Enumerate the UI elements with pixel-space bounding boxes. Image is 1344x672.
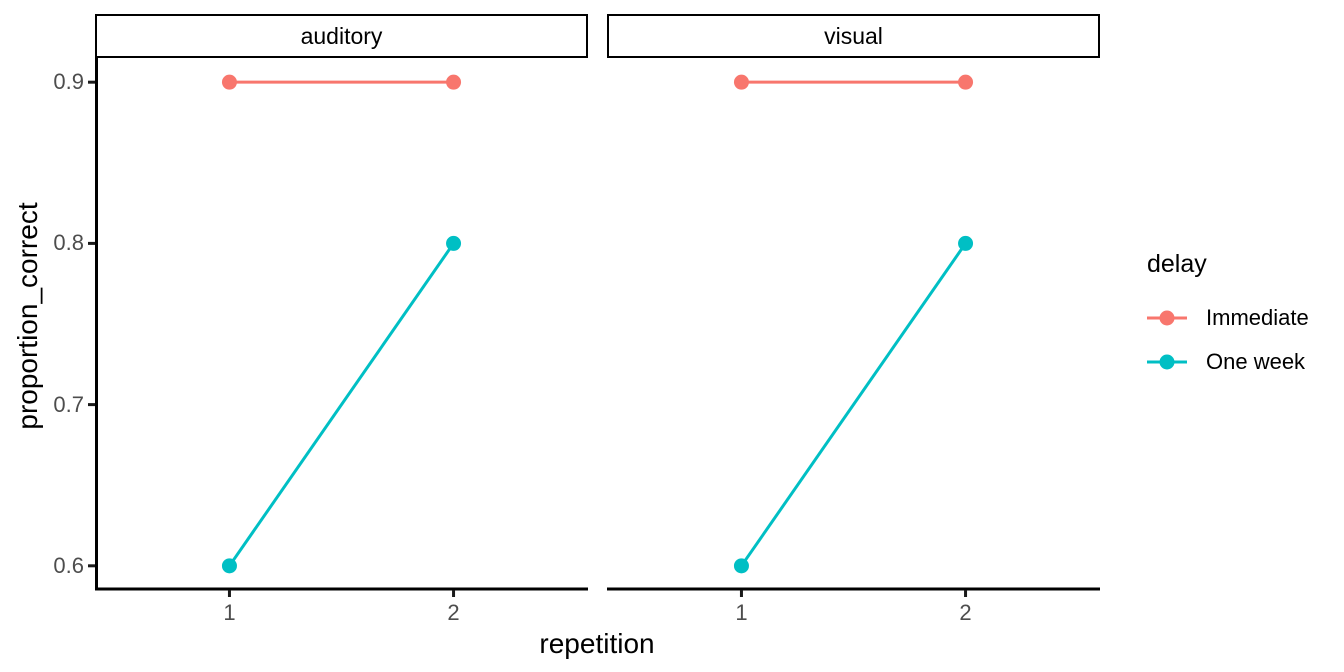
data-point <box>446 235 462 251</box>
facet-strip-label: visual <box>824 22 883 49</box>
legend: delay Immediate One week <box>1147 248 1344 384</box>
legend-key-point <box>1159 354 1175 370</box>
legend-key-one-week-icon <box>1147 354 1187 370</box>
legend-entry-immediate: Immediate <box>1147 296 1344 340</box>
facet-auditory: auditory <box>95 14 588 604</box>
data-point <box>733 558 749 574</box>
y-tick-label: 0.8 <box>53 230 84 256</box>
y-axis-title: proportion_correct <box>12 202 43 430</box>
y-tick-mark <box>88 564 95 568</box>
y-tick-label: 0.9 <box>53 69 84 95</box>
data-point <box>958 74 974 90</box>
data-point <box>958 235 974 251</box>
x-axis-title: repetition <box>539 628 655 659</box>
x-tick-label: 2 <box>447 600 460 625</box>
data-point <box>221 558 237 574</box>
facet-visual: visual <box>607 14 1100 604</box>
x-axis-line <box>95 587 588 591</box>
facet-strip-auditory: auditory <box>95 14 588 58</box>
panel-visual <box>607 74 1100 597</box>
legend-key-point <box>1159 310 1175 326</box>
y-tick-mark <box>88 241 95 245</box>
x-tick-label: 1 <box>735 600 748 625</box>
x-tick-label: 2 <box>959 600 972 625</box>
y-axis-line <box>95 58 98 591</box>
y-tick-mark <box>88 403 95 407</box>
y-axis-ticks <box>88 80 95 568</box>
legend-label-immediate: Immediate <box>1206 305 1309 330</box>
facet-strip-visual: visual <box>607 14 1100 58</box>
x-tick-mark <box>227 590 231 597</box>
data-point <box>221 74 237 90</box>
x-tick-mark <box>739 590 743 597</box>
series-line-one-week <box>740 242 967 567</box>
x-tick-mark <box>452 590 456 597</box>
legend-entry-one-week: One week <box>1147 340 1344 384</box>
y-tick-mark <box>88 80 95 84</box>
series-line-one-week <box>228 242 455 567</box>
x-tick-label: 1 <box>223 600 236 625</box>
legend-key-immediate-icon <box>1147 310 1187 326</box>
legend-label-one-week: One week <box>1206 349 1306 374</box>
y-tick-label: 0.6 <box>53 552 84 578</box>
panel-auditory <box>95 58 588 597</box>
x-axis-line <box>607 587 1100 591</box>
y-tick-label: 0.7 <box>53 391 84 417</box>
data-point <box>446 74 462 90</box>
data-point <box>733 74 749 90</box>
x-tick-mark <box>964 590 968 597</box>
legend-title: delay <box>1147 250 1207 278</box>
facet-strip-label: auditory <box>300 22 383 49</box>
